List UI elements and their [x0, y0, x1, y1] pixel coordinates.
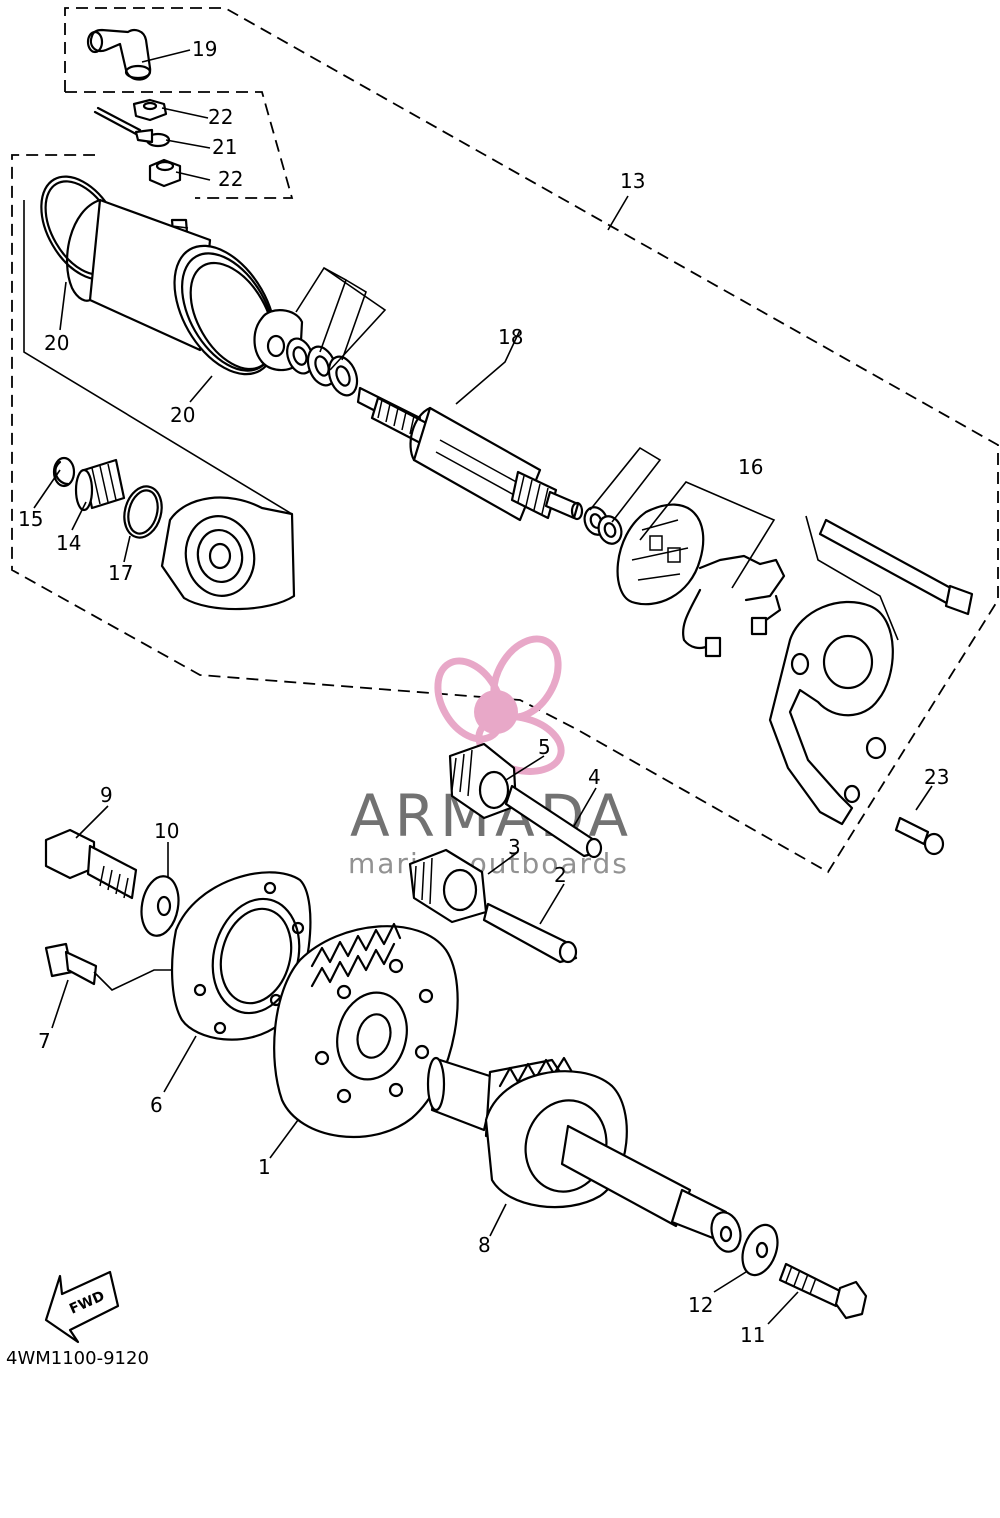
- callout-20-rear: 20: [170, 403, 195, 427]
- callout-7: 7: [38, 1029, 51, 1053]
- reduction-gear-parts: [23, 200, 296, 611]
- front-cover-and-washers: [253, 266, 387, 397]
- callout-14: 14: [56, 531, 81, 555]
- callout-8: 8: [478, 1233, 491, 1257]
- callout-12: 12: [688, 1293, 713, 1317]
- diagram-reference-code: 4WM1100-9120: [6, 1348, 149, 1369]
- callout-2: 2: [554, 863, 567, 887]
- gear-housing: [160, 496, 296, 611]
- callout-3: 3: [508, 835, 521, 859]
- callout-13: 13: [620, 169, 645, 193]
- bolt-11: [778, 1262, 844, 1308]
- watermark-propeller-logo: [434, 635, 565, 775]
- callout-6: 6: [150, 1093, 163, 1117]
- callout-15: 15: [18, 507, 43, 531]
- motor-yoke: [40, 175, 277, 376]
- armature-18: [356, 329, 662, 545]
- through-bolt: [818, 518, 960, 608]
- callout-10: 10: [154, 819, 179, 843]
- callout-17: 17: [108, 561, 133, 585]
- assembly-13-outline: [11, 7, 999, 874]
- callout-19: 19: [192, 37, 217, 61]
- nut-22-lower: [148, 158, 182, 188]
- callout-4: 4: [588, 765, 601, 789]
- callout-11: 11: [740, 1323, 765, 1347]
- callout-21: 21: [212, 135, 237, 159]
- callout-9: 9: [100, 783, 113, 807]
- bolt-23: [894, 816, 930, 846]
- callout-22-lower: 22: [218, 167, 243, 191]
- starter-wheel-gear-1: [273, 922, 459, 1139]
- idle-gears: [408, 742, 603, 964]
- callout-1: 1: [258, 1155, 271, 1179]
- bolt-9-head: [44, 828, 96, 880]
- fasteners-left: [44, 828, 180, 991]
- callout-5: 5: [538, 735, 551, 759]
- callout-16: 16: [738, 455, 763, 479]
- callout-23: 23: [924, 765, 949, 789]
- rear-cover-and-bracket: [768, 515, 974, 856]
- callout-22-upper: 22: [208, 105, 233, 129]
- callout-labels: 19 22 21 22 13 18 20 20 16 15 14 17 5 23…: [18, 37, 949, 1347]
- o-ring-17: [123, 485, 163, 539]
- callout-leaders: [33, 49, 799, 1325]
- washer-10: [140, 875, 180, 937]
- callout-20-front: 20: [44, 331, 69, 355]
- callout-18: 18: [498, 325, 523, 349]
- washer-12: [741, 1223, 779, 1277]
- brush-holder-16: [616, 481, 786, 658]
- terminal-cover-19: [86, 28, 152, 81]
- gear-shaft-8: [426, 1056, 742, 1253]
- forward-direction-arrow: FWD: [44, 1270, 120, 1344]
- shaft-fasteners: [741, 1223, 868, 1320]
